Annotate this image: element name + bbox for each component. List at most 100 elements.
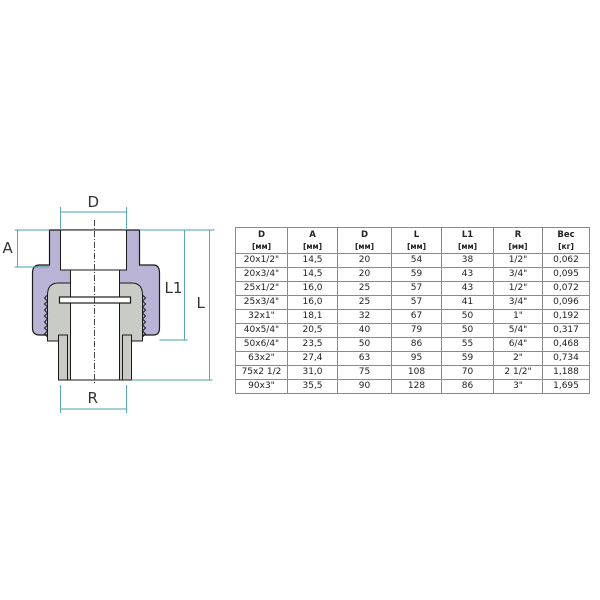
cell-a: 31,0 xyxy=(287,365,338,380)
bore-top xyxy=(60,229,127,271)
cell-d: 20 xyxy=(337,267,392,282)
cell-a: 20,5 xyxy=(287,323,338,338)
cell-a: 14,5 xyxy=(287,267,338,282)
label-r: R xyxy=(88,389,98,407)
cell-a: 16,0 xyxy=(287,295,338,310)
cell-l1: 38 xyxy=(441,253,494,268)
cell-l: 79 xyxy=(391,323,442,338)
cell-size: 40x5/4" xyxy=(235,323,288,338)
cell-l1: 70 xyxy=(441,365,494,380)
table-header-row: D[мм] A[мм] D[мм] L[мм] L1[мм] R[мм] Вес… xyxy=(235,227,590,254)
cell-r: 3/4" xyxy=(493,295,543,310)
cell-weight: 0,317 xyxy=(542,323,590,338)
label-l: L xyxy=(197,294,206,312)
fitting-cross-section-diagram: D A L1 L R xyxy=(3,193,215,413)
cell-l1: 43 xyxy=(441,267,494,282)
outlet-right-wall xyxy=(122,334,132,381)
cell-a: 35,5 xyxy=(287,379,338,394)
header-weight: Вес[кг] xyxy=(542,227,590,254)
cell-weight: 0,072 xyxy=(542,281,590,296)
cell-d: 20 xyxy=(337,253,392,268)
cell-l1: 43 xyxy=(441,281,494,296)
cell-r: 2 1/2" xyxy=(493,365,543,380)
cell-d: 63 xyxy=(337,351,392,366)
label-d: D xyxy=(88,193,100,211)
cell-l: 54 xyxy=(391,253,442,268)
cell-l1: 59 xyxy=(441,351,494,366)
cell-l1: 86 xyxy=(441,379,494,394)
cell-size: 20x1/2" xyxy=(235,253,288,268)
cell-a: 16,0 xyxy=(287,281,338,296)
cell-size: 25x1/2" xyxy=(235,281,288,296)
cell-l: 57 xyxy=(391,295,442,310)
cell-a: 27,4 xyxy=(287,351,338,366)
seal-ring xyxy=(58,296,132,304)
cell-weight: 0,062 xyxy=(542,253,590,268)
label-a: A xyxy=(3,239,14,257)
cell-r: 1/2" xyxy=(493,281,543,296)
cell-a: 23,5 xyxy=(287,337,338,352)
cell-d: 90 xyxy=(337,379,392,394)
cell-r: 5/4" xyxy=(493,323,543,338)
cell-r: 2" xyxy=(493,351,543,366)
cell-d: 75 xyxy=(337,365,392,380)
cell-r: 3/4" xyxy=(493,267,543,282)
cell-r: 1/2" xyxy=(493,253,543,268)
cell-r: 3" xyxy=(493,379,543,394)
cell-weight: 0,192 xyxy=(542,309,590,324)
header-d: D[мм] xyxy=(337,227,392,254)
cell-l: 59 xyxy=(391,267,442,282)
cell-l: 67 xyxy=(391,309,442,324)
cell-l: 108 xyxy=(391,365,442,380)
cell-weight: 0,734 xyxy=(542,351,590,366)
header-d-outer: D[мм] xyxy=(235,227,288,254)
cell-l: 95 xyxy=(391,351,442,366)
cell-l: 128 xyxy=(391,379,442,394)
cell-r: 6/4" xyxy=(493,337,543,352)
header-l: L[мм] xyxy=(391,227,442,254)
cell-l1: 55 xyxy=(441,337,494,352)
outlet-left-wall xyxy=(58,334,68,381)
cell-l: 86 xyxy=(391,337,442,352)
bore-middle xyxy=(70,269,120,381)
cell-d: 40 xyxy=(337,323,392,338)
header-l1: L1[мм] xyxy=(441,227,494,254)
cell-l: 57 xyxy=(391,281,442,296)
cell-l1: 50 xyxy=(441,323,494,338)
cell-size: 32x1" xyxy=(235,309,288,324)
cell-l1: 50 xyxy=(441,309,494,324)
cell-d: 25 xyxy=(337,295,392,310)
cell-weight: 1,188 xyxy=(542,365,590,380)
cell-l1: 41 xyxy=(441,295,494,310)
cell-a: 18,1 xyxy=(287,309,338,324)
header-r: R[мм] xyxy=(493,227,543,254)
cell-d: 50 xyxy=(337,337,392,352)
cell-size: 25x3/4" xyxy=(235,295,288,310)
header-a: A[мм] xyxy=(287,227,338,254)
cell-weight: 0,468 xyxy=(542,337,590,352)
cell-weight: 0,095 xyxy=(542,267,590,282)
label-l1: L1 xyxy=(165,279,183,297)
cell-size: 90x3" xyxy=(235,379,288,394)
thread-teeth xyxy=(43,294,147,338)
cell-weight: 1,695 xyxy=(542,379,590,394)
cell-a: 14,5 xyxy=(287,253,338,268)
cell-size: 20x3/4" xyxy=(235,267,288,282)
cell-weight: 0,096 xyxy=(542,295,590,310)
cell-d: 25 xyxy=(337,281,392,296)
dimension-lines xyxy=(14,207,215,413)
cell-size: 75x2 1/2 xyxy=(235,365,288,380)
cell-r: 1" xyxy=(493,309,543,324)
cell-size: 63x2" xyxy=(235,351,288,366)
cell-size: 50x6/4" xyxy=(235,337,288,352)
